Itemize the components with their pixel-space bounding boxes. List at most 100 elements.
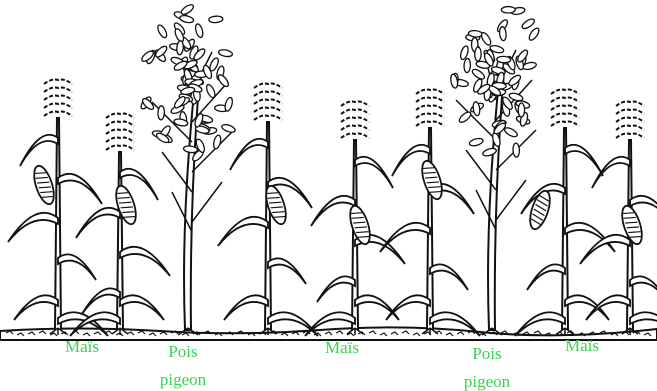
maize-leaf <box>58 254 96 280</box>
pigeon-pea-leaf <box>221 123 236 134</box>
pigeon-pea-leaf <box>513 143 520 157</box>
pigeon-pea-leaf <box>224 97 234 112</box>
pigeon-pea-leaf <box>158 106 165 120</box>
maize-tassel <box>254 116 282 121</box>
maize-cob <box>418 159 446 202</box>
pigeon-pea-leaf <box>501 6 515 13</box>
plants-row <box>8 3 657 336</box>
maize-leaf <box>592 157 630 188</box>
label-mais-3: Maïs <box>552 337 612 355</box>
maize-tassel <box>106 146 134 151</box>
maize-tassel <box>106 114 134 119</box>
pigeon-pea-leaf <box>156 24 168 39</box>
label-pois-pigeon-1-line1: Pois <box>148 343 218 361</box>
label-pois-pigeon-2: Pois pigeon <box>452 345 522 391</box>
maize-leaf <box>355 157 393 188</box>
maize-leaf <box>8 213 58 242</box>
pigeon-pea-leaf <box>464 58 471 72</box>
maize-cob <box>30 164 58 207</box>
maize-leaf <box>527 264 565 290</box>
pigeon-pea-leaf <box>216 73 230 88</box>
maize-tassel <box>416 98 444 103</box>
maize-plant <box>305 102 405 337</box>
maize-tassel <box>616 134 644 139</box>
pigeon-pea-leaf <box>212 134 222 149</box>
maize-leaf <box>58 174 102 204</box>
pigeon-pea-leaf <box>179 14 194 23</box>
pigeon-pea-leaf <box>458 110 473 124</box>
label-mais-1: Maïs <box>52 338 112 356</box>
maize-tassel <box>254 100 282 105</box>
maize-tassel <box>551 98 579 103</box>
maize-tassel <box>44 104 72 109</box>
soil-clod <box>534 331 541 334</box>
maize-plant <box>218 84 318 337</box>
maize-leaf <box>386 295 430 320</box>
maize-leaf <box>268 258 306 284</box>
maize-leaf <box>230 139 268 170</box>
maize-leaf <box>355 295 399 320</box>
pigeon-pea-leaf <box>521 17 536 30</box>
maize-tassel <box>416 106 444 111</box>
pigeon-pea-trunk <box>184 72 200 330</box>
maize-roots <box>557 328 573 335</box>
maize-leaf <box>317 276 355 302</box>
maize-tassel <box>44 80 72 85</box>
label-mais-2: Maïs <box>312 339 372 357</box>
pigeon-pea-leaf <box>503 126 518 138</box>
maize-tassel <box>44 96 72 101</box>
maize-tassel <box>44 112 72 117</box>
maize-leaf <box>565 145 603 176</box>
pigeon-pea-leaf <box>209 16 223 23</box>
maize-tassel <box>341 118 369 123</box>
pigeon-pea-plant <box>450 6 541 335</box>
pigeon-pea-leaf <box>469 137 484 147</box>
pigeon-pea-plant <box>139 3 236 335</box>
maize-plant <box>515 90 615 337</box>
maize-tassel <box>551 122 579 127</box>
maize-tassel <box>254 84 282 89</box>
label-pois-pigeon-2-line1: Pois <box>452 345 522 363</box>
pigeon-pea-leaf <box>468 30 482 37</box>
maize-tassel <box>44 88 72 93</box>
label-pois-pigeon-1: Pois pigeon <box>148 343 218 389</box>
maize-tassel <box>341 102 369 107</box>
maize-leaf <box>565 295 609 320</box>
maize-plant <box>380 90 480 337</box>
maize-leaf <box>14 295 58 320</box>
pigeon-pea-leaf <box>194 23 204 38</box>
maize-cob <box>526 189 554 232</box>
maize-leaf <box>218 217 268 246</box>
maize-leaf <box>224 295 268 320</box>
maize-leaf <box>580 235 630 264</box>
maize-tassel <box>106 130 134 135</box>
pigeon-pea-trunk <box>488 70 504 330</box>
maize-leaf <box>120 295 164 320</box>
maize-tassel <box>254 108 282 113</box>
maize-tassel <box>341 134 369 139</box>
maize-tassel <box>416 114 444 119</box>
maize-tassel <box>106 122 134 127</box>
pigeon-pea-leaf <box>480 31 493 46</box>
pigeon-pea-leaf <box>475 47 482 61</box>
pigeon-pea-leaf <box>499 26 507 41</box>
label-pois-pigeon-2-line2: pigeon <box>452 373 522 391</box>
maize-leaf <box>630 276 657 302</box>
pigeon-pea-leaf <box>205 83 217 98</box>
maize-cob <box>112 184 140 227</box>
maize-tassel <box>616 118 644 123</box>
maize-tassel <box>341 110 369 115</box>
maize-tassel <box>616 102 644 107</box>
maize-leaf <box>20 135 58 166</box>
maize-tassel <box>551 90 579 95</box>
maize-plant <box>70 114 170 337</box>
maize-cob <box>346 204 374 247</box>
maize-tassel <box>254 92 282 97</box>
maize-leaf <box>82 288 120 314</box>
maize-tassel <box>551 106 579 111</box>
maize-tassel <box>616 110 644 115</box>
pigeon-pea-leaf <box>180 3 195 16</box>
maize-leaf <box>120 247 170 276</box>
pigeon-pea-leaf <box>471 68 486 81</box>
